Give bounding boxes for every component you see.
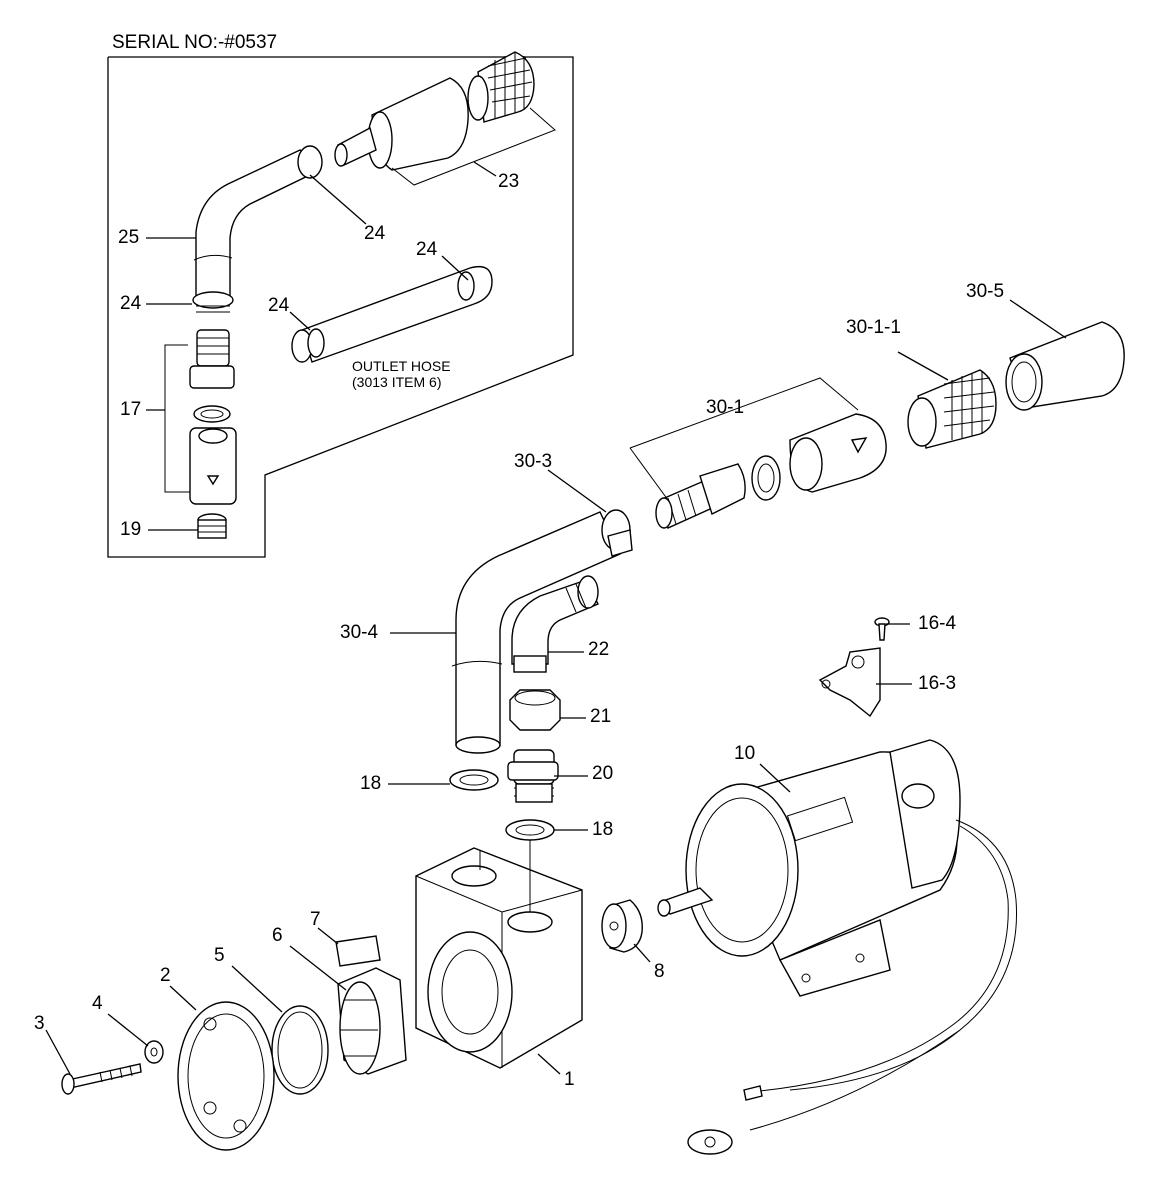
screw-3 — [61, 1063, 142, 1095]
inset-strainer-assembly — [334, 51, 556, 186]
callout-5: 5 — [214, 945, 225, 966]
impeller-6 — [337, 967, 407, 1075]
inset-hose-25 — [192, 145, 323, 313]
callout-20: 20 — [592, 763, 614, 784]
outlet-hose-note-line2: (3013 ITEM 6) — [352, 374, 442, 390]
callout-24b: 24 — [120, 293, 142, 314]
callout-30-1-1: 30-1-1 — [846, 317, 901, 338]
washer-18a — [449, 769, 499, 791]
inset-outlet-hose — [291, 265, 493, 363]
insert-7 — [335, 935, 381, 967]
inset-box-outline — [107, 56, 574, 558]
callout-22: 22 — [588, 639, 610, 660]
serial-number-label: SERIAL NO:-#0537 — [112, 32, 278, 53]
callout-23: 23 — [498, 171, 520, 192]
callout-18a: 18 — [360, 773, 382, 794]
callout-16-3: 16-3 — [918, 673, 957, 694]
callout-30-1: 30-1 — [706, 397, 745, 418]
callout-30-3: 30-3 — [514, 451, 553, 472]
hose-30-4 — [451, 509, 633, 754]
callout-6: 6 — [272, 925, 283, 946]
cover-plate-2 — [177, 1001, 275, 1151]
spacer-8 — [601, 899, 643, 953]
union-30-1 — [629, 377, 887, 529]
motor-10 — [657, 739, 1018, 1155]
callout-24d: 24 — [268, 295, 290, 316]
callout-3: 3 — [34, 1013, 45, 1034]
callout-7: 7 — [310, 909, 321, 930]
strainer-30-1-1 — [907, 369, 997, 449]
outlet-hose-note-line1: OUTLET HOSE — [352, 358, 451, 374]
callout-25: 25 — [118, 227, 140, 248]
adapter-20 — [507, 749, 559, 803]
washer-18b — [505, 819, 555, 841]
callout-8: 8 — [654, 961, 665, 982]
callout-1: 1 — [564, 1069, 575, 1090]
callout-19: 19 — [120, 519, 142, 540]
oring-5 — [271, 1005, 329, 1095]
inset-check-valve-17 — [164, 329, 237, 539]
leader-lines — [45, 161, 1067, 1075]
callout-17: 17 — [120, 399, 142, 420]
callout-30-5: 30-5 — [966, 281, 1005, 302]
callout-21: 21 — [590, 706, 612, 727]
bracket-16-3 — [818, 647, 881, 718]
callout-16-4: 16-4 — [918, 613, 957, 634]
callout-4: 4 — [92, 993, 103, 1014]
elbow-22 — [511, 575, 599, 673]
screw-16-4 — [874, 617, 890, 641]
callout-10: 10 — [734, 743, 756, 764]
callout-2: 2 — [160, 965, 171, 986]
callout-18b: 18 — [592, 819, 614, 840]
callout-24c: 24 — [416, 239, 438, 260]
callout-30-4: 30-4 — [340, 622, 379, 643]
callout-24a: 24 — [364, 223, 386, 244]
sleeve-30-5 — [1005, 321, 1125, 411]
nut-21 — [509, 689, 561, 731]
pump-body-1 — [415, 840, 583, 1069]
washer-4 — [144, 1040, 164, 1064]
